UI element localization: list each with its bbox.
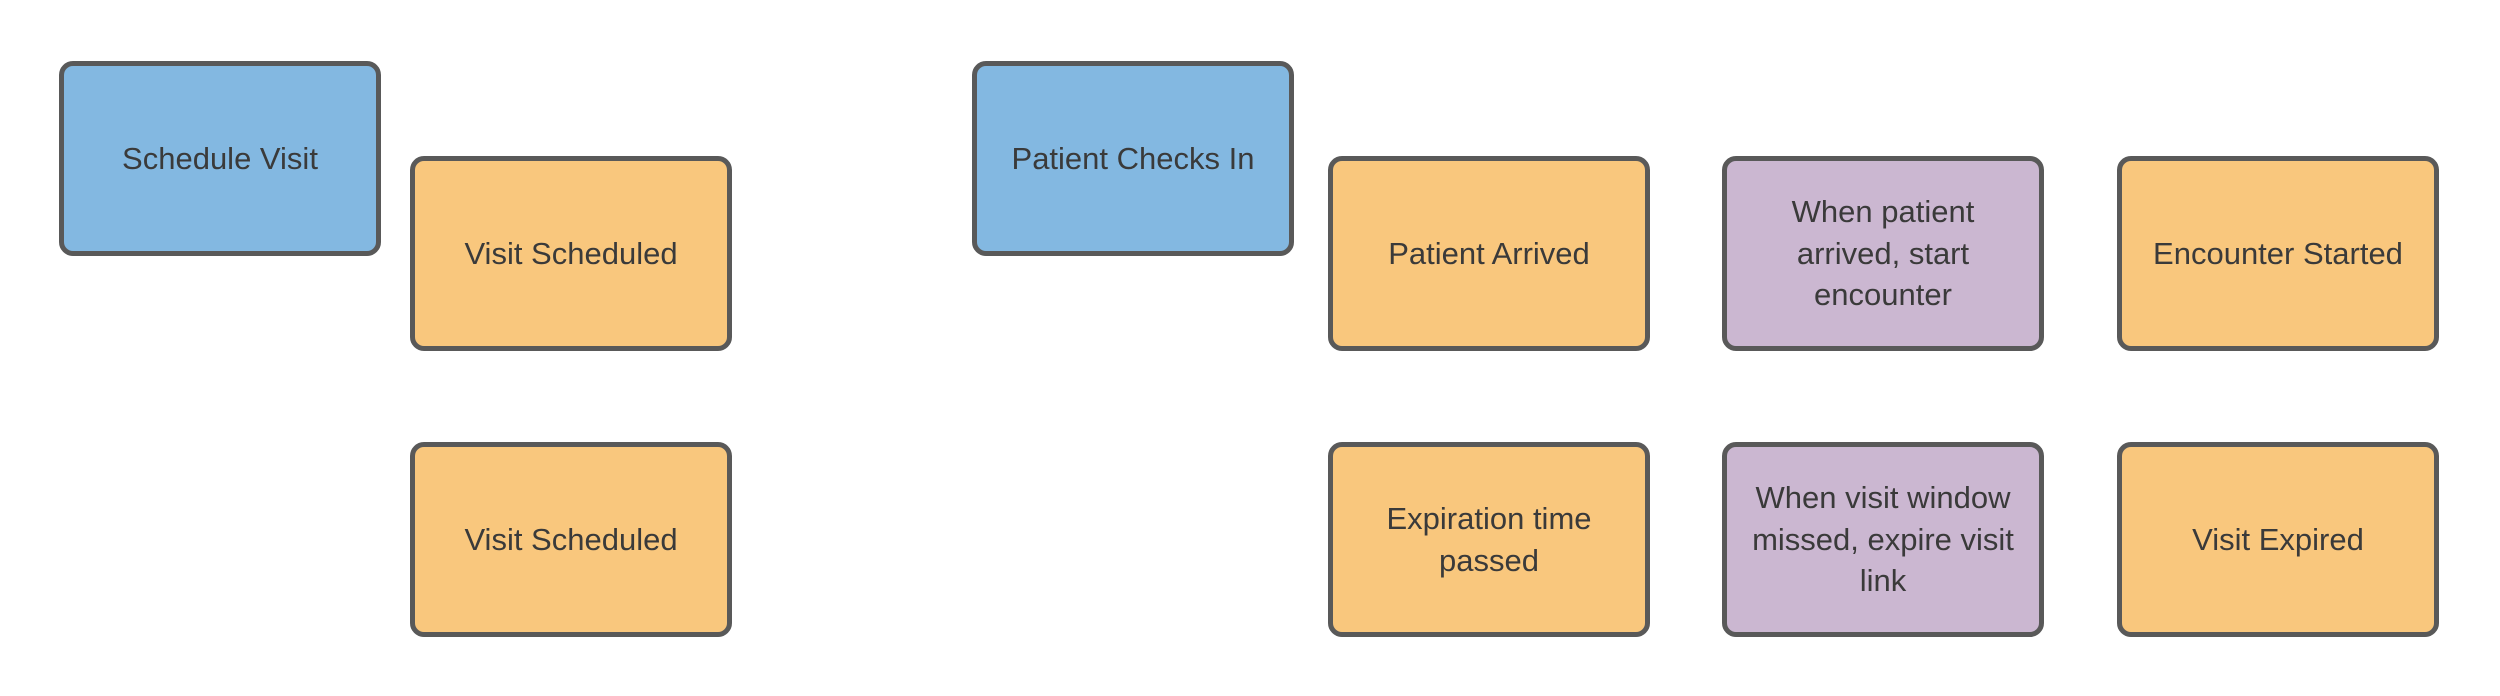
node-label: Visit Expired (2192, 521, 2364, 557)
node-expiration-time-passed[interactable]: Expiration time passed (1328, 442, 1650, 637)
node-label: When patient arrived, start encounter (1791, 193, 1975, 313)
node-label: Schedule Visit (122, 140, 318, 176)
node-when-visit-window-missed-expire-visit-link[interactable]: When visit window missed, expire visit l… (1722, 442, 2044, 637)
node-patient-arrived[interactable]: Patient Arrived (1328, 156, 1650, 351)
node-visit-expired[interactable]: Visit Expired (2117, 442, 2439, 637)
node-label: Visit Scheduled (464, 521, 678, 557)
node-visit-scheduled-1[interactable]: Visit Scheduled (410, 156, 732, 351)
node-label: Encounter Started (2153, 235, 2403, 271)
node-patient-checks-in[interactable]: Patient Checks In (972, 61, 1294, 256)
node-label: Expiration time passed (1386, 500, 1592, 578)
node-when-patient-arrived-start-encounter[interactable]: When patient arrived, start encounter (1722, 156, 2044, 351)
node-label: When visit window missed, expire visit l… (1752, 479, 2014, 599)
node-label: Patient Arrived (1388, 235, 1590, 271)
node-label: Visit Scheduled (464, 235, 678, 271)
node-encounter-started[interactable]: Encounter Started (2117, 156, 2439, 351)
node-label: Patient Checks In (1011, 140, 1255, 176)
node-visit-scheduled-2[interactable]: Visit Scheduled (410, 442, 732, 637)
node-schedule-visit[interactable]: Schedule Visit (59, 61, 381, 256)
